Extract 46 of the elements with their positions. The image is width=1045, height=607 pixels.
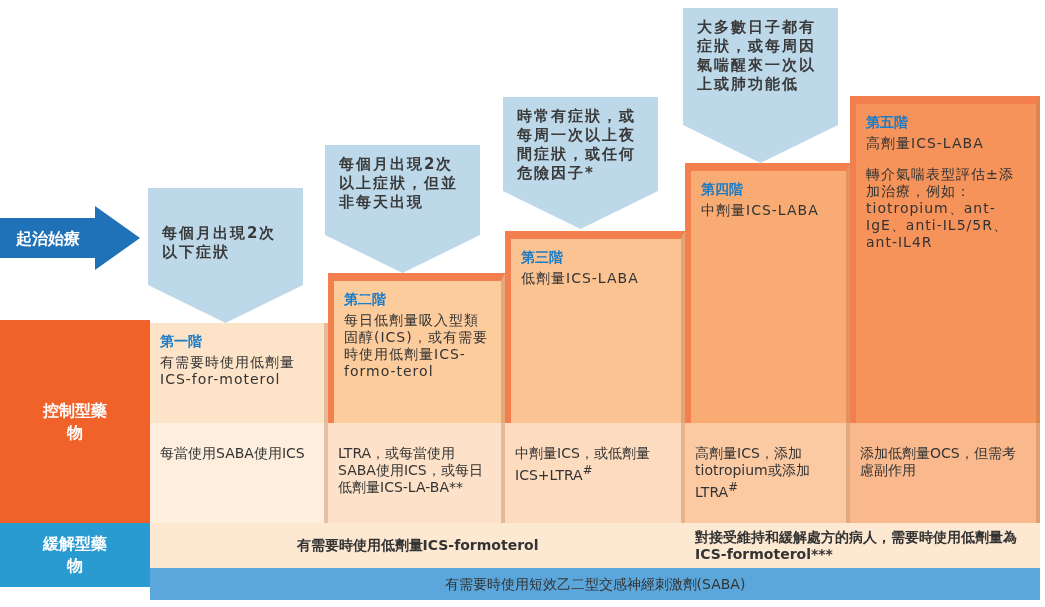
step-column — [850, 96, 1040, 423]
reliever-cell — [150, 523, 685, 568]
step-column — [505, 231, 685, 423]
option-cell — [685, 423, 850, 523]
option-text: 每當使用SABA使用ICS — [160, 445, 306, 462]
step-heading: 第二階 — [344, 291, 387, 308]
row-header-text: 控制型藥物 — [41, 399, 108, 444]
option-text: LTRA，或每當使用SABA使用ICS，或每日低劑量ICS-LA-BA** — [338, 445, 484, 496]
option-cell — [850, 423, 1040, 523]
step-heading: 第五階 — [866, 114, 909, 131]
step-heading: 第三階 — [521, 249, 564, 266]
step-description: 中劑量ICS-LABA — [701, 202, 820, 219]
step-description: 每日低劑量吸入型類固醇(ICS)，或有需要時使用低劑量ICS-formo-terol — [344, 312, 489, 380]
step-description: 高劑量ICS-LABA — [866, 135, 985, 152]
option-text: 中劑量ICS，或低劑量ICS+LTRA$^{#}$ — [515, 445, 651, 484]
symptom-callout — [503, 97, 658, 229]
step-column — [328, 273, 505, 423]
step-heading: 第一階 — [160, 333, 203, 350]
symptom-text: 每個月出現2次以上症狀，但並非每天出現 — [339, 155, 459, 212]
start-arrow — [0, 206, 140, 270]
reliever-text: 有需要時使用低劑量ICS-formoterol — [296, 537, 539, 554]
option-cell — [328, 423, 505, 523]
option-cell — [505, 423, 685, 523]
step-description: 低劑量ICS-LABA — [521, 270, 640, 287]
symptom-callout — [325, 145, 480, 273]
step-heading: 第四階 — [701, 181, 744, 198]
row-header — [0, 320, 150, 523]
step-column — [685, 163, 850, 423]
saba-band — [150, 568, 1040, 600]
option-cell — [150, 423, 328, 523]
symptom-callout — [683, 8, 838, 163]
symptom-text: 時常有症狀，或每周一次以上夜間症狀，或任何危險因子* — [517, 107, 637, 183]
option-text: 高劑量ICS，添加tiotropium或添加LTRA$^{#}$ — [695, 445, 811, 501]
row-header — [0, 523, 150, 587]
step-column — [150, 323, 328, 423]
reliever-cell — [685, 523, 1040, 568]
arrow-label: 起治始療 — [16, 229, 80, 247]
reliever-text: 有需要時使用短效乙二型交感神經刺激劑(SABA) — [444, 575, 746, 593]
symptom-text: 大多數日子都有症狀，或每周因氣喘醒來一次以上或肺功能低 — [697, 18, 817, 94]
reliever-text: 對接受維持和緩解處方的病人，需要時使用低劑量為ICS-formoterol*** — [695, 528, 1018, 563]
symptom-text: 每個月出現2次以下症狀 — [162, 224, 278, 262]
symptom-callout — [148, 188, 303, 323]
option-text: 添加低劑量OCS，但需考慮副作用 — [860, 445, 1017, 479]
step-description: 有需要時使用低劑量ICS-for-moterol — [160, 354, 296, 388]
step-description: 轉介氣喘表型評估±添加治療，例如：tiotropium、ant-IgE、anti-IL5/5R、ant-IL4R — [866, 166, 1015, 251]
row-header-text: 緩解型藥物 — [41, 533, 108, 577]
